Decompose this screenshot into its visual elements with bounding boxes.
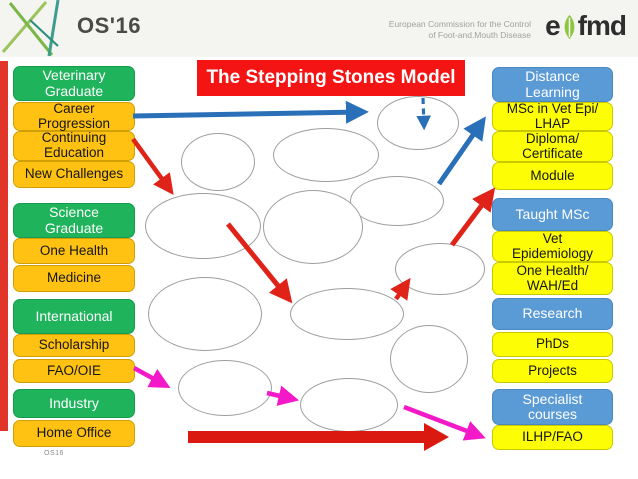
- stepping-stone-ellipse: [300, 378, 398, 432]
- right-box-diploma-certificate: Diploma/ Certificate: [492, 131, 613, 162]
- brand-os16: OS'16: [77, 13, 141, 38]
- right-box-distance-learning: Distance Learning: [492, 67, 613, 102]
- magenta-arrow-fao-to-stone: [132, 366, 171, 388]
- org-name: European Commission for the Control of F…: [389, 19, 531, 41]
- left-box-industry: Industry: [13, 389, 135, 418]
- right-box-taught-msc: Taught MSc: [492, 198, 613, 231]
- right-box-one-health-wah-ed: One Health/ WAH/Ed: [492, 262, 613, 295]
- left-box-home-office: Home Office: [13, 420, 135, 447]
- right-box-module: Module: [492, 162, 613, 190]
- stepping-stone-ellipse: [390, 325, 468, 393]
- left-box-new-challenges: New Challenges: [13, 161, 135, 188]
- slide-header: OS'16 European Commission for the Contro…: [0, 0, 638, 57]
- left-box-one-health: One Health: [13, 238, 135, 264]
- org-name-line2: of Foot-and.Mouth Disease: [428, 30, 531, 41]
- stepping-stone-ellipse: [395, 243, 485, 295]
- right-box-phds: PhDs: [492, 332, 613, 357]
- left-box-science-graduate: Science Graduate: [13, 203, 135, 238]
- left-accent-bar: [0, 61, 8, 431]
- stepping-stone-ellipse: [148, 277, 262, 351]
- left-box-veterinary-graduate: Veterinary Graduate: [13, 66, 135, 101]
- stepping-stone-ellipse: [178, 360, 272, 416]
- left-box-international: International: [13, 299, 135, 334]
- eufmd-logo: e fmd: [545, 10, 627, 42]
- eufmd-logo-fmd: fmd: [577, 10, 627, 41]
- right-box-msc-vet-epi-lhap: MSc in Vet Epi/ LHAP: [492, 101, 613, 131]
- left-box-scholarship: Scholarship: [13, 334, 135, 357]
- left-box-fao-oie: FAO/OIE: [13, 359, 135, 383]
- stepping-stone-ellipse: [377, 96, 459, 150]
- magenta-arrow-stone-to-ilhp: [403, 404, 486, 441]
- left-box-career-progression: Career Progression: [13, 101, 135, 131]
- org-name-line1: European Commission for the Control: [388, 19, 531, 29]
- stepping-stone-ellipse: [181, 133, 255, 191]
- slide-footer: OS16: [44, 450, 64, 457]
- right-box-ilhp-fao: ILHP/FAO: [492, 425, 613, 450]
- left-box-continuing-education: Continuing Education: [13, 131, 135, 161]
- stepping-stone-ellipse: [145, 193, 261, 259]
- red-thick-horizontal-arrow: [188, 423, 449, 451]
- eufmd-leaf-icon: [564, 14, 575, 40]
- right-box-vet-epidemiology: Vet Epidemiology: [492, 231, 613, 262]
- right-box-specialist-courses: Specialist courses: [492, 389, 613, 425]
- blue-arrow-career-to-stone: [132, 100, 369, 124]
- red-arrow-stone-to-taught-msc: [450, 187, 496, 247]
- os16-crossing-stems-logo: [1, 0, 60, 57]
- right-box-projects: Projects: [492, 359, 613, 383]
- stepping-stone-ellipse: [273, 128, 379, 182]
- right-box-research: Research: [492, 298, 613, 330]
- stepping-stone-ellipse: [263, 190, 363, 264]
- stepping-stone-ellipse: [290, 288, 404, 340]
- eufmd-logo-e: e: [545, 10, 561, 41]
- red-arrow-education-to-stone: [131, 137, 174, 196]
- stepping-stone-ellipse: [350, 176, 444, 226]
- slide-title: The Stepping Stones Model: [197, 60, 465, 96]
- left-box-medicine: Medicine: [13, 265, 135, 292]
